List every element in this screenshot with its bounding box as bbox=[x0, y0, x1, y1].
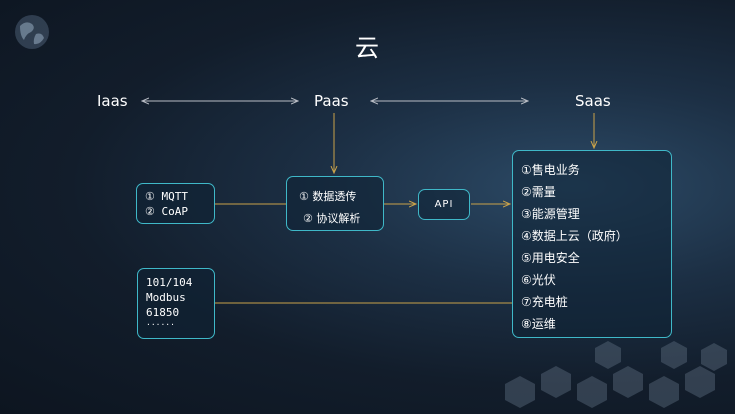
globe-icon bbox=[15, 15, 49, 49]
paas-function-box: ① 数据透传 ② 协议解析 bbox=[286, 176, 384, 231]
paas-function-item: ② 协议解析 bbox=[303, 212, 361, 225]
saas-service-item: ⑦充电桩 bbox=[521, 295, 568, 309]
saas-service-item: ⑥光伏 bbox=[521, 273, 556, 287]
api-label: API bbox=[434, 199, 454, 210]
saas-service-item: ②需量 bbox=[521, 185, 556, 199]
device-protocol-item: ① MQTT bbox=[145, 190, 188, 203]
layer-saas: Saas bbox=[575, 92, 611, 110]
saas-service-item: ①售电业务 bbox=[521, 163, 580, 177]
protocol-list-box: 101/104 Modbus 61850 ...... bbox=[137, 268, 215, 339]
saas-service-box: ①售电业务 ②需量 ③能源管理 ④数据上云（政府） ⑤用电安全 ⑥光伏 ⑦充电桩… bbox=[512, 150, 672, 338]
saas-service-item: ⑧运维 bbox=[521, 317, 556, 331]
protocol-item: 101/104 bbox=[146, 276, 193, 289]
saas-service-item: ④数据上云（政府） bbox=[521, 229, 628, 243]
protocol-item: ...... bbox=[146, 318, 175, 327]
layer-iaas: Iaas bbox=[97, 92, 128, 110]
layer-paas: Paas bbox=[314, 92, 349, 110]
saas-service-item: ⑤用电安全 bbox=[521, 251, 580, 265]
hexagon-pattern-icon bbox=[505, 341, 727, 408]
protocol-item: Modbus bbox=[146, 291, 186, 304]
api-box: API bbox=[418, 189, 470, 220]
device-protocol-box: ① MQTT ② CoAP bbox=[136, 183, 215, 224]
protocol-item: 61850 bbox=[146, 306, 180, 319]
diagram-title: 云 bbox=[355, 34, 380, 62]
paas-function-item: ① 数据透传 bbox=[299, 190, 357, 203]
device-protocol-item: ② CoAP bbox=[145, 205, 188, 218]
saas-service-item: ③能源管理 bbox=[521, 207, 580, 221]
